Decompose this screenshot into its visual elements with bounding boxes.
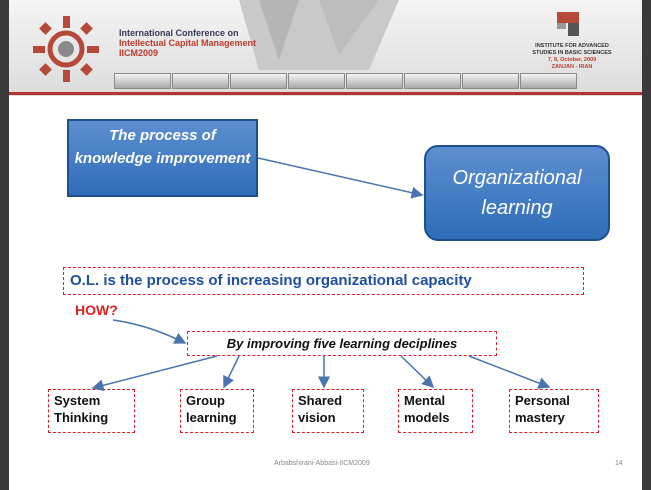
banner-tile [404,73,461,89]
arrow-to-group-learning [223,355,240,389]
banner-tile [172,73,229,89]
banner-tile [288,73,345,89]
banner-divider [9,92,642,95]
slide-edge-right [642,0,651,490]
institute-name: INSTITUTE FOR ADVANCED STUDIES IN BASIC … [532,43,612,70]
arrow-how-to-improving [112,319,187,344]
arrow-process-to-ol [257,157,424,199]
discipline-label: Group [186,393,225,408]
discipline-label: vision [298,410,336,425]
arrow-to-personal-mastery [468,355,551,389]
conference-logo-icon [33,16,99,82]
banner-tile [114,73,171,89]
discipline-box-group-learning: Group learning [180,389,254,433]
banner-tile [462,73,519,89]
discipline-box-shared-vision: Shared vision [292,389,364,433]
arrow-to-system-thinking [91,355,218,392]
banner-tiles [114,73,578,89]
discipline-label: models [404,410,450,425]
banner-tile [230,73,287,89]
discipline-label: Shared [298,393,343,408]
improving-disciplines-box: By improving five learning deciplines [187,331,497,356]
footer-credit: Arbabshirani-Abbasi-IICM2009 [274,460,370,467]
slide-edge-left [0,0,9,490]
discipline-label: Mental [404,393,446,408]
discipline-label: mastery [515,410,565,425]
slide: International Conference on Intellectual… [9,0,642,490]
discipline-label: Personal [515,393,570,408]
discipline-label: Thinking [54,410,109,425]
banner-tile [520,73,577,89]
header-banner: International Conference on Intellectual… [9,0,642,96]
banner-decoration [239,0,399,70]
banner-tile [346,73,403,89]
ol-statement: O.L. is the process of increasing organi… [63,267,584,295]
institute-logo-icon [557,12,579,36]
discipline-box-mental-models: Mental models [398,389,473,433]
process-box: The process of knowledge improvement [67,119,258,197]
discipline-label: learning [186,410,237,425]
organizational-learning-box: Organizational learning [424,145,610,241]
discipline-box-system-thinking: System Thinking [48,389,135,433]
discipline-label: System [54,393,101,408]
discipline-box-personal-mastery: Personal mastery [509,389,599,433]
arrow-to-mental-models [400,355,435,389]
page-number: 14 [615,460,623,467]
how-label: HOW? [75,302,118,318]
conference-title: International Conference on Intellectual… [119,28,257,58]
